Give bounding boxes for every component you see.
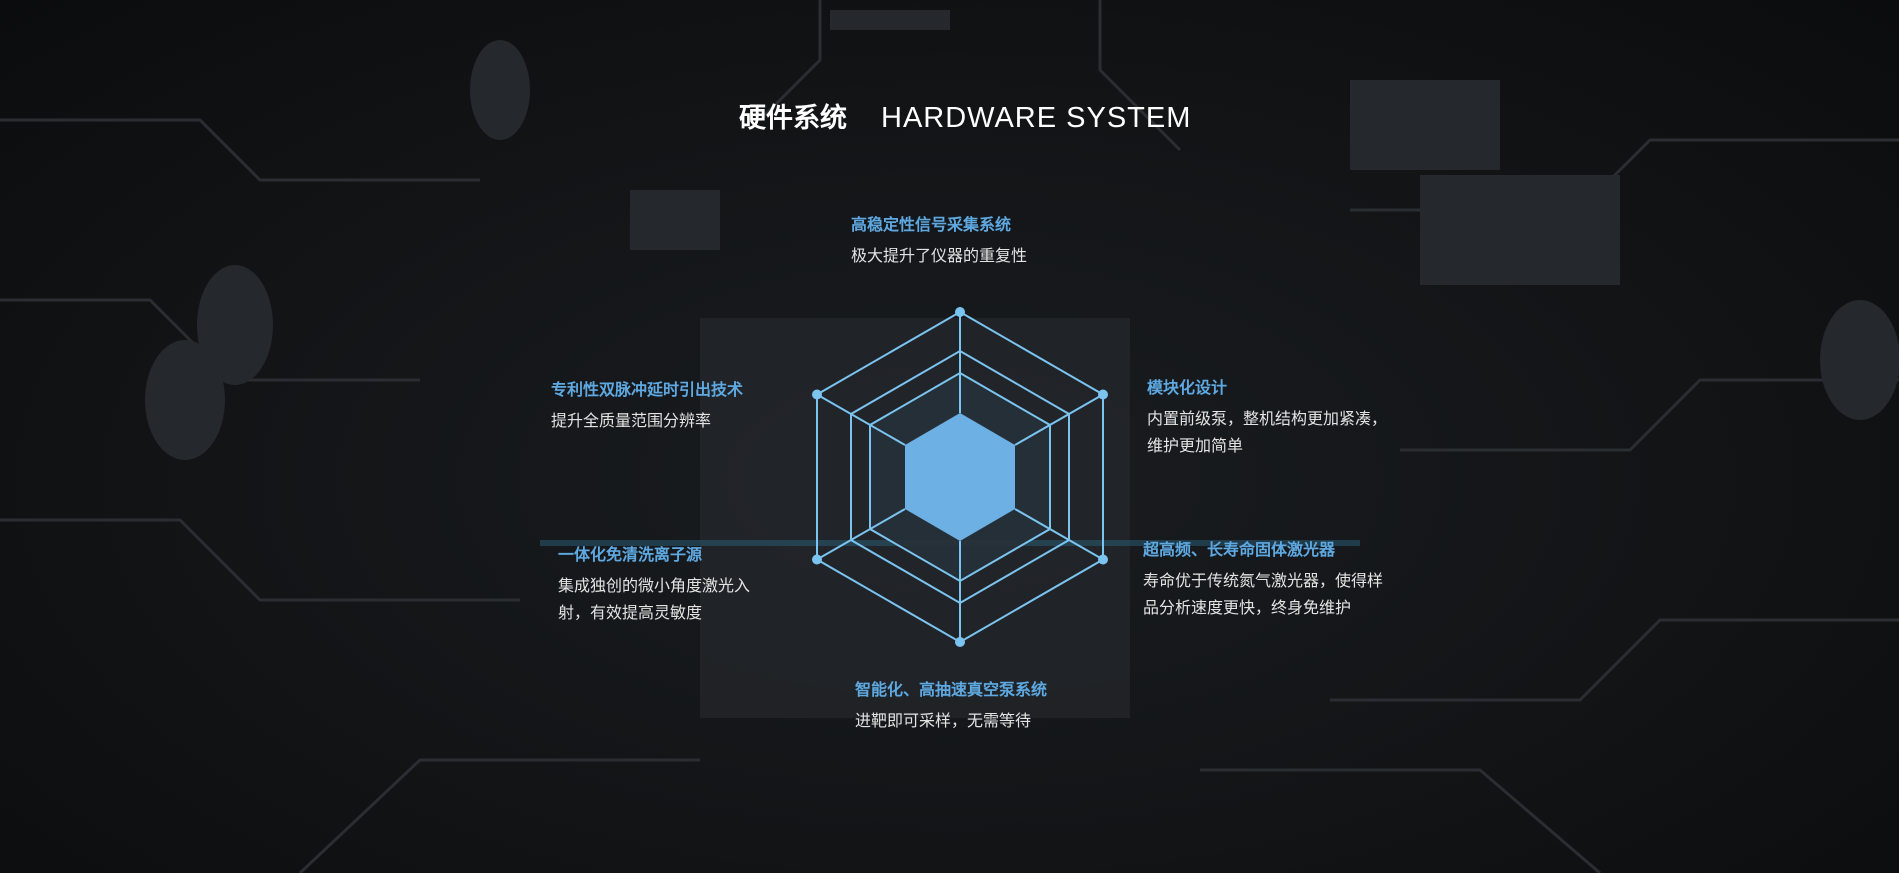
desc-line: 集成独创的微小角度激光入 xyxy=(558,576,751,595)
desc-line: 射，有效提高灵敏度 xyxy=(558,603,703,622)
feature-double-pulse: 专利性双脉冲延时引出技术 提升全质量范围分辨率 xyxy=(551,379,743,434)
desc-line: 维护更加简单 xyxy=(1147,436,1244,455)
feature-modular-design: 模块化设计 内置前级泵，整机结构更加紧凑， 维护更加简单 xyxy=(1147,377,1387,459)
feature-desc: 进靶即可采样，无需等待 xyxy=(855,711,1032,730)
desc-line: 品分析速度更快，终身免维护 xyxy=(1143,598,1352,617)
feature-title: 智能化、高抽速真空泵系统 xyxy=(855,680,1048,699)
title-cn: 硬件系统 xyxy=(739,103,847,134)
feature-desc: 集成独创的微小角度激光入射，有效提高灵敏度 xyxy=(558,572,750,626)
desc-line: 内置前级泵，整机结构更加紧凑， xyxy=(1147,409,1388,428)
title-en: HARDWARE SYSTEM xyxy=(881,102,1192,134)
feature-desc: 提升全质量范围分辨率 xyxy=(551,411,712,430)
feature-desc: 寿命优于传统氮气激光器，使得样品分析速度更快，终身免维护 xyxy=(1143,567,1383,621)
feature-desc: 极大提升了仪器的重复性 xyxy=(851,246,1028,265)
feature-signal-acquisition: 高稳定性信号采集系统 极大提升了仪器的重复性 xyxy=(851,214,1027,269)
feature-title: 超高频、长寿命固体激光器 xyxy=(1143,540,1336,559)
feature-ion-source: 一体化免清洗离子源 集成独创的微小角度激光入射，有效提高灵敏度 xyxy=(558,544,750,626)
vertex-dot xyxy=(812,554,822,565)
hex-core xyxy=(905,413,1015,541)
feature-title: 模块化设计 xyxy=(1147,378,1228,397)
feature-vacuum-pump: 智能化、高抽速真空泵系统 进靶即可采样，无需等待 xyxy=(855,679,1047,734)
vertex-dot xyxy=(955,307,965,317)
vertex-dot xyxy=(1098,554,1108,565)
feature-title: 高稳定性信号采集系统 xyxy=(851,215,1012,234)
vertex-dot xyxy=(955,637,965,647)
feature-title: 专利性双脉冲延时引出技术 xyxy=(551,380,744,399)
vertex-dot xyxy=(812,389,822,400)
vertex-dot xyxy=(1098,389,1108,400)
feature-title: 一体化免清洗离子源 xyxy=(558,545,703,564)
feature-desc: 内置前级泵，整机结构更加紧凑， 维护更加简单 xyxy=(1147,405,1387,459)
desc-line: 寿命优于传统氮气激光器，使得样 xyxy=(1143,571,1384,590)
feature-laser: 超高频、长寿命固体激光器 寿命优于传统氮气激光器，使得样品分析速度更快，终身免维… xyxy=(1143,539,1383,621)
section-title: 硬件系统 HARDWARE SYSTEM xyxy=(739,96,1191,135)
